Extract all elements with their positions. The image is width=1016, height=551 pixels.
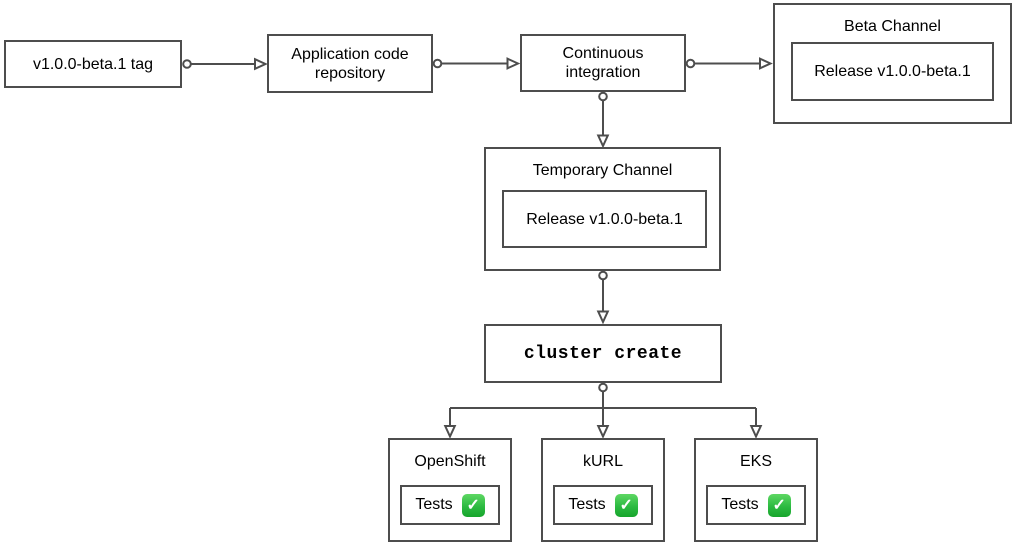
node-temporary-release: Release v1.0.0-beta.1 <box>502 190 707 248</box>
node-kurl-tests: Tests ✓ <box>553 485 653 525</box>
check-icon: ✓ <box>461 493 485 517</box>
edge-temporary-channel-to-cluster-create <box>596 270 610 325</box>
kurl-title: kURL <box>582 453 623 470</box>
eks-title: EKS <box>739 453 772 470</box>
check-icon: ✓ <box>614 493 638 517</box>
group-openshift: OpenShift Tests ✓ <box>388 438 512 542</box>
group-eks: EKS Tests ✓ <box>694 438 818 542</box>
node-application-code-repository: Application code repository <box>267 34 433 93</box>
group-temporary-channel: Temporary Channel Release v1.0.0-beta.1 <box>484 147 721 271</box>
application-code-repository-label: Application code repository <box>291 45 409 82</box>
node-beta-release: Release v1.0.0-beta.1 <box>791 42 994 101</box>
kurl-tests-label: Tests <box>568 496 606 513</box>
continuous-integration-label: Continuous integration <box>562 45 644 81</box>
openshift-tests-label: Tests <box>415 496 453 513</box>
node-openshift-tests: Tests ✓ <box>400 485 500 525</box>
edge-tag-to-repo <box>182 57 268 71</box>
version-tag-label: v1.0.0-beta.1 tag <box>32 55 154 73</box>
openshift-title: OpenShift <box>414 453 486 470</box>
node-continuous-integration: Continuous integration <box>520 34 686 92</box>
edge-cluster-create-to-clusters <box>443 382 763 439</box>
node-cluster-create: cluster create <box>484 324 722 383</box>
cluster-create-label: cluster create <box>523 343 683 364</box>
eks-tests-label: Tests <box>721 496 759 513</box>
group-kurl: kURL Tests ✓ <box>541 438 665 542</box>
check-icon: ✓ <box>767 493 791 517</box>
temporary-channel-title: Temporary Channel <box>532 162 673 179</box>
temporary-release-label: Release v1.0.0-beta.1 <box>526 210 683 228</box>
edge-repo-to-ci <box>432 57 521 70</box>
node-version-tag: v1.0.0-beta.1 tag <box>4 40 182 88</box>
beta-release-label: Release v1.0.0-beta.1 <box>814 63 971 80</box>
edge-ci-to-temporary-channel <box>596 91 610 149</box>
beta-channel-title: Beta Channel <box>844 18 941 35</box>
node-eks-tests: Tests ✓ <box>706 485 806 525</box>
group-beta-channel: Beta Channel Release v1.0.0-beta.1 <box>773 3 1012 124</box>
edge-ci-to-beta-channel <box>685 57 773 70</box>
